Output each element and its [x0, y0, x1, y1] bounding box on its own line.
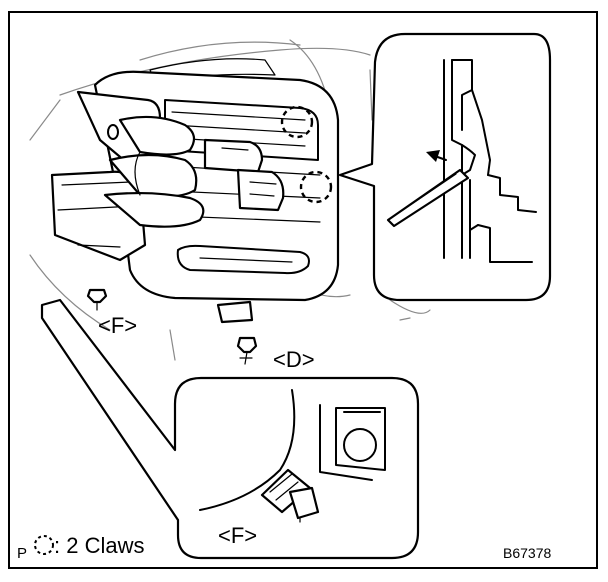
claw-marker-lower: [299, 170, 333, 204]
arrow-icon: [426, 150, 447, 162]
callout-label-f: <F>: [98, 313, 137, 338]
callout-label-f-detail: <F>: [218, 523, 257, 548]
bracket-tab-d: [216, 300, 254, 324]
legend-claws: : 2 Claws: [54, 533, 144, 558]
figure-frame: [8, 11, 598, 569]
screw-icon: [86, 288, 108, 311]
inset-f-detail: [40, 298, 420, 560]
screw-icon-d: [236, 336, 258, 365]
inset-claw-detail: [338, 32, 552, 302]
legend-prefix: P: [17, 545, 27, 562]
hand: [103, 115, 205, 228]
dashed-circle-icon: [34, 535, 54, 555]
claw-marker-upper: [280, 105, 314, 139]
legend: P : 2 Claws: [17, 533, 144, 562]
figure-code: B67378: [503, 545, 551, 561]
callout-label-d: <D>: [273, 347, 315, 372]
